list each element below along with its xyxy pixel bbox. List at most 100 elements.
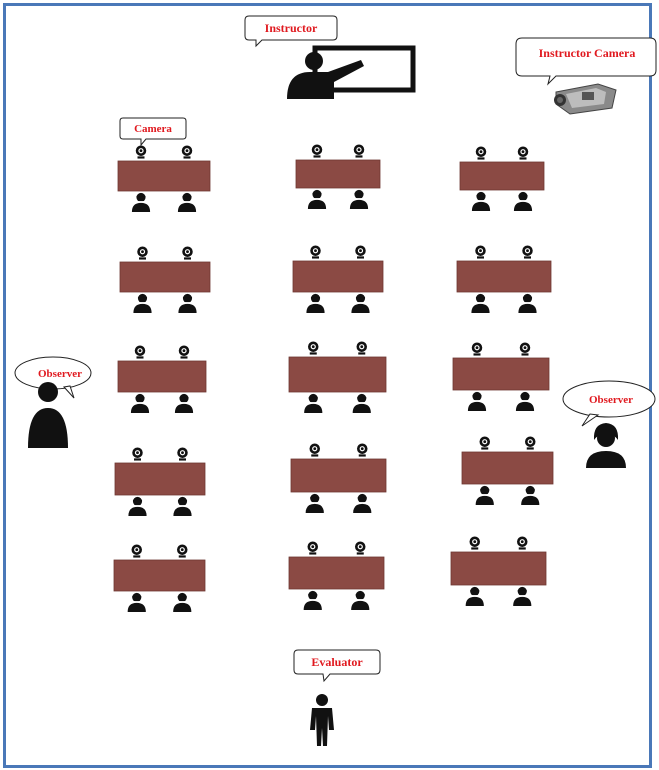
observer-right-label: Observer: [589, 394, 633, 406]
desk-groups: [113, 144, 554, 612]
instructor-camera-label: Instructor Camera: [539, 46, 636, 60]
desk: [117, 360, 207, 393]
student-person-icon: [471, 191, 491, 211]
student-person-icon: [177, 192, 197, 212]
camera-label-bubble: Camera: [119, 117, 187, 147]
desk: [295, 159, 381, 189]
student-person-icon: [305, 493, 324, 513]
desk-group: [290, 443, 387, 513]
student-person-icon: [513, 586, 532, 606]
webcam-icon: [177, 544, 188, 558]
desk-group: [113, 544, 206, 612]
desk: [113, 559, 206, 592]
student-person-icon: [353, 493, 372, 513]
desk: [461, 451, 554, 485]
webcam-icon: [357, 443, 368, 457]
instructor-camera-label-bubble: Instructor Camera: [515, 37, 657, 86]
standing-person-icon: [310, 694, 334, 746]
webcam-icon: [517, 536, 528, 550]
desk-group: [459, 146, 545, 211]
observer-right-person-icon: [586, 423, 626, 468]
camera-label: Camera: [134, 123, 172, 135]
observer-left-label-bubble: Observer: [14, 356, 92, 399]
webcam-icon: [308, 341, 319, 355]
desk: [288, 356, 387, 393]
evaluator-label-bubble: Evaluator: [293, 649, 381, 683]
webcam-icon: [355, 245, 366, 259]
student-person-icon: [475, 485, 494, 505]
desk-group: [461, 436, 554, 505]
webcam-icon: [355, 541, 366, 555]
desk: [459, 161, 545, 191]
webcam-icon: [177, 447, 188, 461]
desk: [288, 556, 385, 590]
webcam-icon: [356, 341, 367, 355]
desk-group: [114, 447, 206, 516]
desk-group: [117, 345, 207, 413]
observer-left-person-icon: [28, 382, 68, 448]
student-person-icon: [131, 192, 151, 212]
student-person-icon: [130, 393, 150, 413]
desk-group: [288, 341, 387, 413]
student-person-icon: [127, 592, 146, 612]
student-person-icon: [351, 590, 370, 610]
desk-group: [117, 145, 211, 212]
desk: [456, 260, 552, 293]
desk-group: [119, 246, 211, 313]
presenter-at-board-icon: [287, 45, 416, 99]
webcam-icon: [309, 443, 320, 457]
desk: [452, 357, 550, 391]
evaluator-label: Evaluator: [311, 655, 363, 669]
observer-left-label: Observer: [38, 368, 82, 380]
desk: [450, 551, 547, 586]
webcam-icon: [517, 146, 529, 160]
webcam-icon: [479, 436, 490, 450]
desk-group: [288, 541, 385, 610]
webcam-icon: [132, 447, 143, 461]
student-person-icon: [515, 391, 535, 411]
student-person-icon: [133, 293, 152, 313]
student-person-icon: [521, 485, 540, 505]
webcam-icon: [475, 245, 486, 259]
video-camera-icon: [554, 83, 617, 115]
desk: [114, 462, 206, 496]
webcam-icon: [137, 246, 148, 260]
desk-group: [450, 536, 547, 606]
student-person-icon: [513, 191, 533, 211]
student-person-icon: [174, 393, 194, 413]
student-person-icon: [467, 391, 487, 411]
webcam-icon: [525, 436, 536, 450]
desk-group: [456, 245, 552, 313]
instructor-label: Instructor: [265, 21, 318, 35]
desk: [119, 261, 211, 293]
student-person-icon: [173, 496, 192, 516]
student-person-icon: [471, 293, 490, 313]
webcam-icon: [310, 245, 321, 259]
webcam-icon: [134, 345, 146, 359]
student-person-icon: [178, 293, 197, 313]
student-person-icon: [128, 496, 147, 516]
student-person-icon: [304, 393, 323, 413]
webcam-icon: [135, 145, 147, 159]
webcam-icon: [178, 345, 190, 359]
student-person-icon: [351, 293, 370, 313]
webcam-icon: [307, 541, 318, 555]
instructor-label-bubble: Instructor: [244, 15, 338, 48]
webcam-icon: [353, 144, 365, 158]
webcam-icon: [311, 144, 323, 158]
webcam-icon: [519, 342, 531, 356]
desk: [290, 458, 387, 493]
observer-right-label-bubble: Observer: [562, 380, 656, 427]
student-person-icon: [465, 586, 484, 606]
webcam-icon: [522, 245, 533, 259]
student-person-icon: [349, 189, 369, 209]
desk-group: [292, 245, 384, 313]
student-person-icon: [173, 592, 192, 612]
student-person-icon: [306, 293, 325, 313]
desk-group: [452, 342, 550, 411]
student-person-icon: [352, 393, 371, 413]
webcam-icon: [181, 145, 193, 159]
webcam-icon: [131, 544, 142, 558]
desk: [117, 160, 211, 192]
